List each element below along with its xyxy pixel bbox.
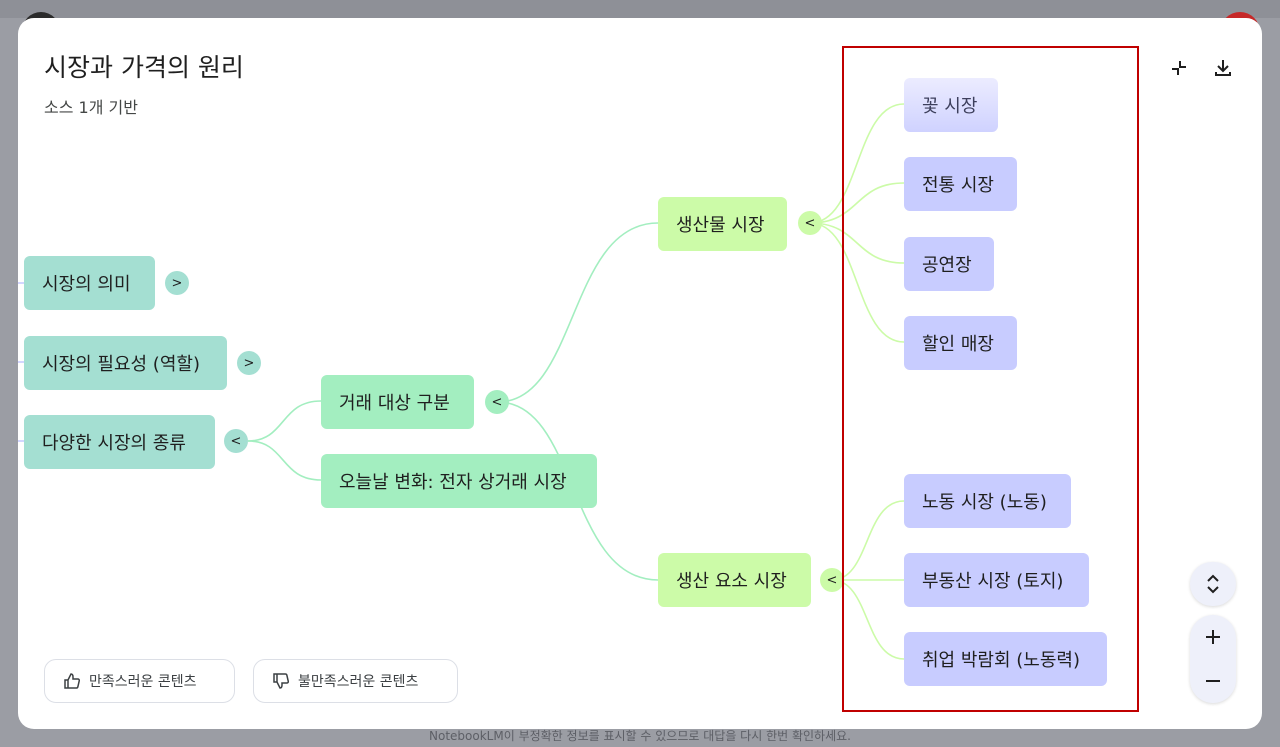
mindmap-dialog: 시장과 가격의 원리 소스 1개 기반 시장의 의미 xyxy=(18,18,1262,729)
collapse-toggle[interactable]: < xyxy=(485,390,509,414)
expand-toggle[interactable]: > xyxy=(165,271,189,295)
collapse-button[interactable] xyxy=(1165,54,1193,82)
expand-toggle[interactable]: > xyxy=(237,351,261,375)
minus-icon xyxy=(1206,680,1220,682)
leaf-labor-market[interactable]: 노동 시장 (노동) xyxy=(904,474,1071,528)
positive-feedback-label: 만족스러운 콘텐츠 xyxy=(89,674,197,690)
node-product-market[interactable]: 생산물 시장 xyxy=(658,197,787,251)
leaf-flower-market[interactable]: 꽃 시장 xyxy=(904,78,998,132)
dialog-title: 시장과 가격의 원리 xyxy=(44,53,244,82)
thumbs-down-icon xyxy=(273,673,290,689)
collapse-toggle[interactable]: < xyxy=(820,568,844,592)
background-header xyxy=(0,0,1280,18)
zoom-in-button[interactable] xyxy=(1190,617,1236,657)
collapse-toggle[interactable]: < xyxy=(224,429,248,453)
leaf-concert-hall[interactable]: 공연장 xyxy=(904,237,994,291)
positive-feedback-button[interactable]: 만족스러운 콘텐츠 xyxy=(44,659,235,703)
fit-view-control xyxy=(1190,562,1236,606)
collapse-toggle[interactable]: < xyxy=(798,211,822,235)
leaf-job-fair[interactable]: 취업 박람회 (노동력) xyxy=(904,632,1107,686)
plus-icon xyxy=(1206,630,1220,644)
download-icon xyxy=(1215,60,1231,76)
negative-feedback-button[interactable]: 불만족스러운 콘텐츠 xyxy=(253,659,458,703)
leaf-traditional-market[interactable]: 전통 시장 xyxy=(904,157,1017,211)
fit-view-button[interactable] xyxy=(1190,564,1236,604)
expand-vertical-icon xyxy=(1207,574,1219,594)
node-factor-market[interactable]: 생산 요소 시장 xyxy=(658,553,811,607)
node-ecommerce[interactable]: 오늘날 변화: 전자 상거래 시장 xyxy=(321,454,597,508)
node-market-meaning[interactable]: 시장의 의미 xyxy=(24,256,155,310)
dialog-subtitle: 소스 1개 기반 xyxy=(44,98,138,117)
download-button[interactable] xyxy=(1209,54,1237,82)
disclaimer-text: NotebookLM이 부정확한 정보를 표시할 수 있으므로 대답을 다시 한… xyxy=(429,729,851,743)
node-trade-object[interactable]: 거래 대상 구분 xyxy=(321,375,474,429)
thumbs-up-icon xyxy=(64,673,81,689)
leaf-real-estate-market[interactable]: 부동산 시장 (토지) xyxy=(904,553,1089,607)
node-market-types[interactable]: 다양한 시장의 종류 xyxy=(24,415,215,469)
leaf-discount-store[interactable]: 할인 매장 xyxy=(904,316,1017,370)
negative-feedback-label: 불만족스러운 콘텐츠 xyxy=(298,674,419,690)
collapse-icon xyxy=(1172,61,1186,75)
zoom-control xyxy=(1190,615,1236,703)
zoom-out-button[interactable] xyxy=(1190,661,1236,701)
node-market-necessity[interactable]: 시장의 필요성 (역할) xyxy=(24,336,227,390)
